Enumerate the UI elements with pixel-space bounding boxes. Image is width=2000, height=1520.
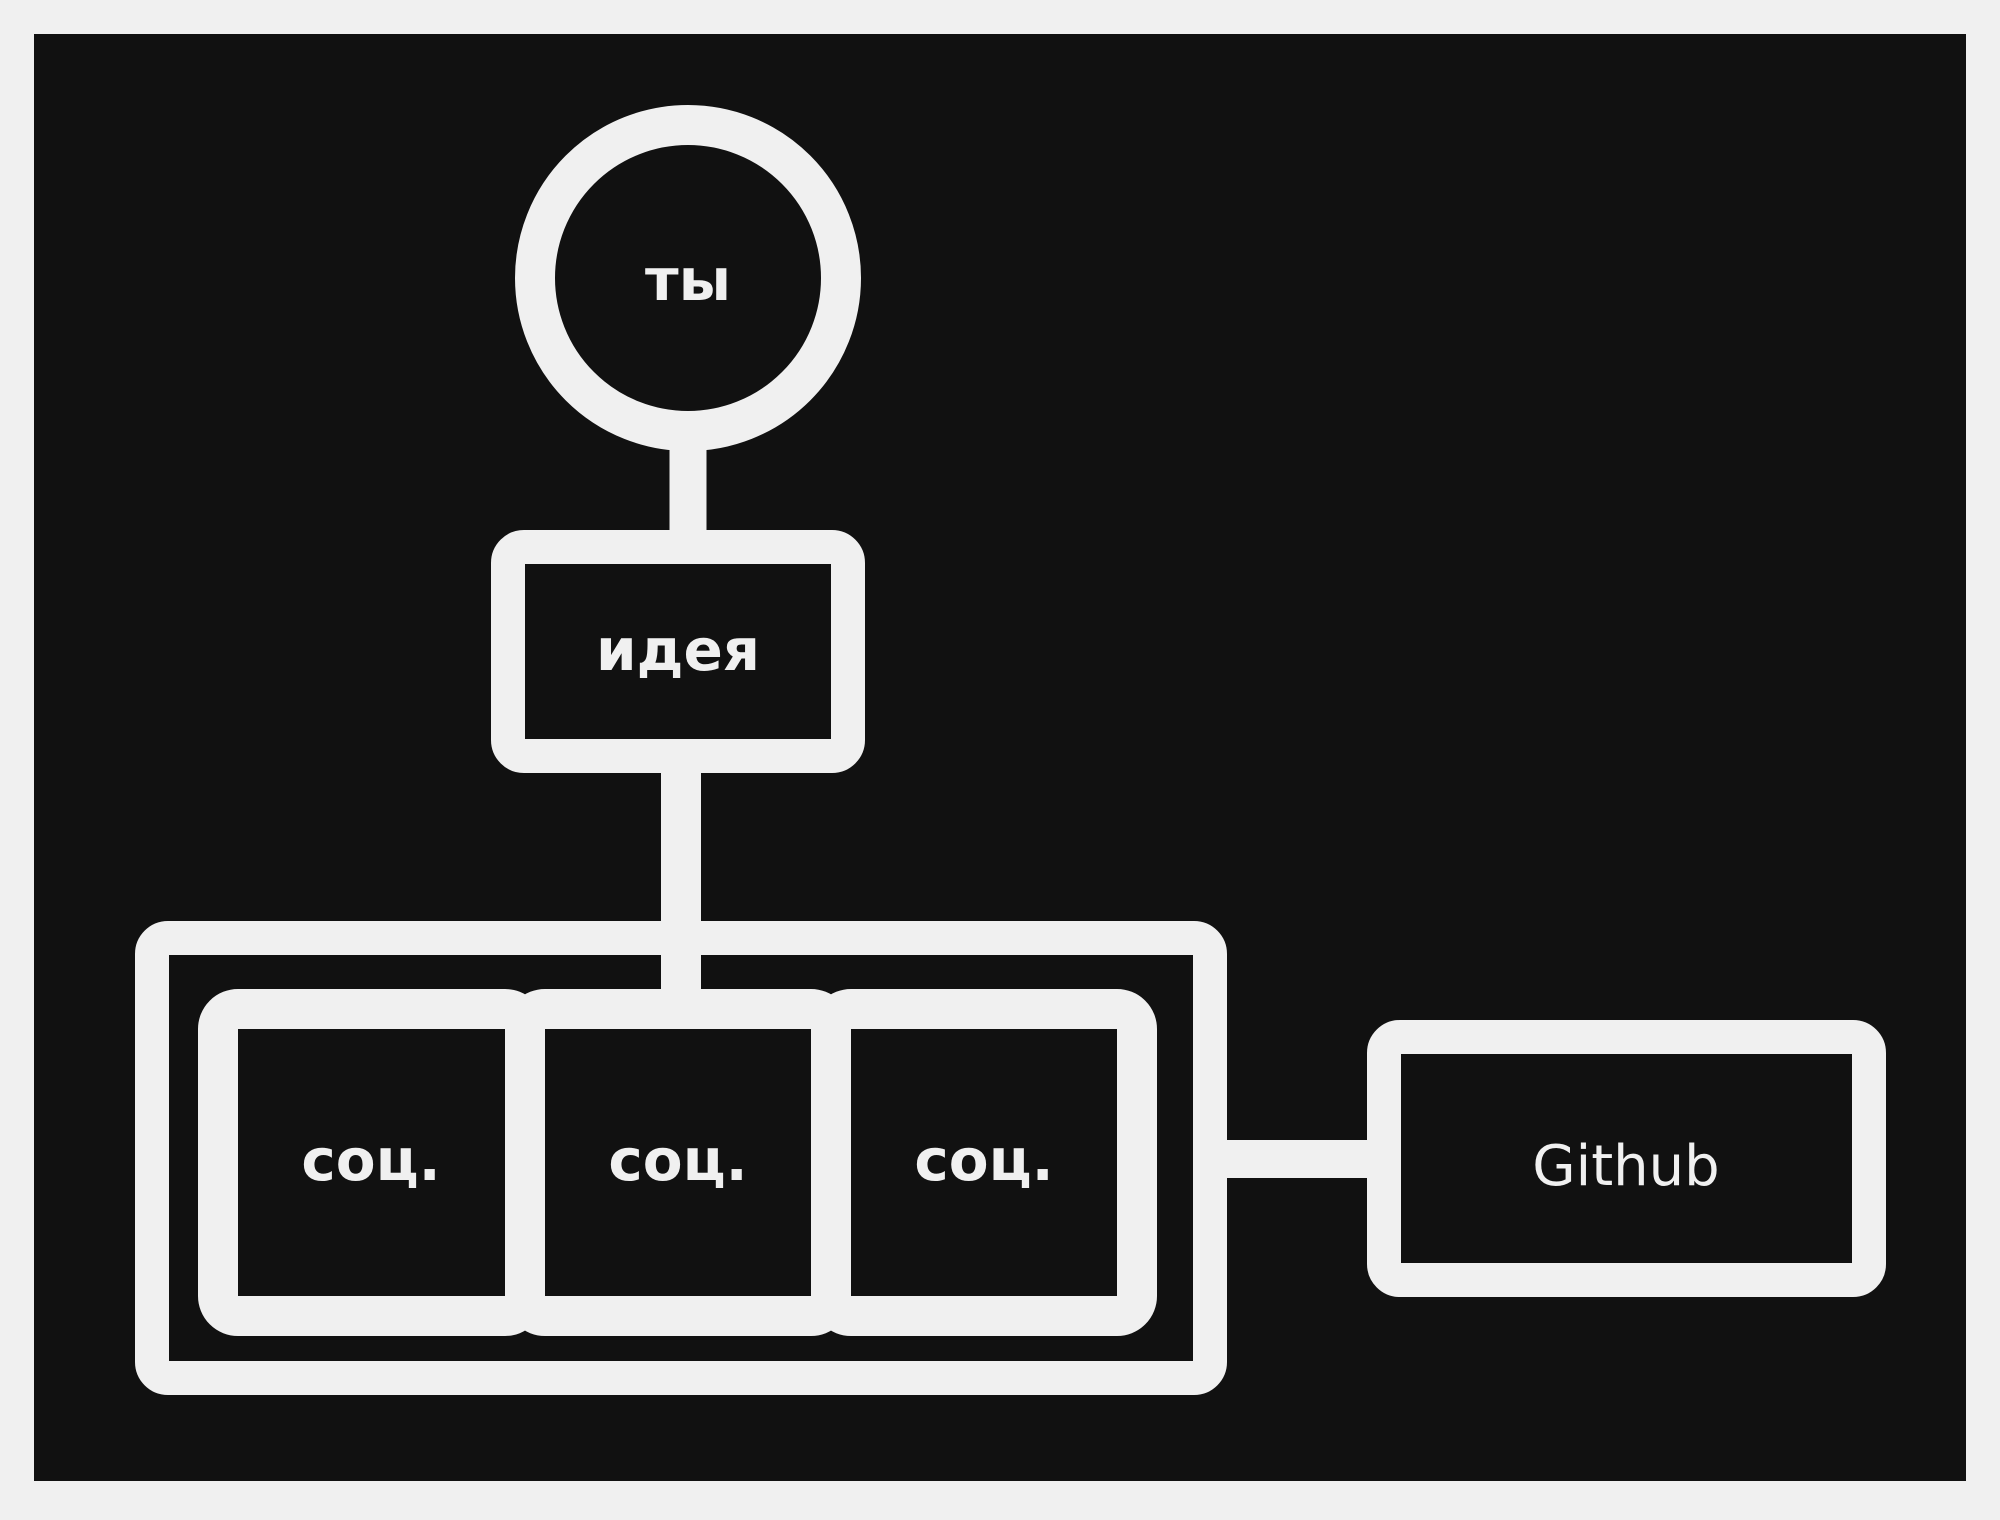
node-social-1-label: соц.	[301, 1126, 440, 1194]
node-idea[interactable]: идея	[491, 530, 865, 773]
node-you-circle	[515, 105, 861, 451]
node-social-2-label: соц.	[608, 1126, 747, 1194]
node-social-1[interactable]: соц.	[198, 989, 545, 1336]
node-you-label: ты	[645, 246, 731, 314]
node-social-3[interactable]: соц.	[811, 989, 1157, 1336]
node-github-box	[1367, 1020, 1886, 1297]
node-social-3-label: соц.	[914, 1126, 1053, 1194]
node-social-2[interactable]: соц.	[505, 989, 851, 1336]
node-github-label: Github	[1532, 1134, 1719, 1199]
node-idea-box	[491, 530, 865, 773]
node-social-3-box	[811, 989, 1157, 1336]
node-github[interactable]: Github	[1367, 1020, 1886, 1297]
node-you[interactable]: ты	[515, 105, 861, 451]
node-idea-label: идея	[596, 616, 760, 684]
